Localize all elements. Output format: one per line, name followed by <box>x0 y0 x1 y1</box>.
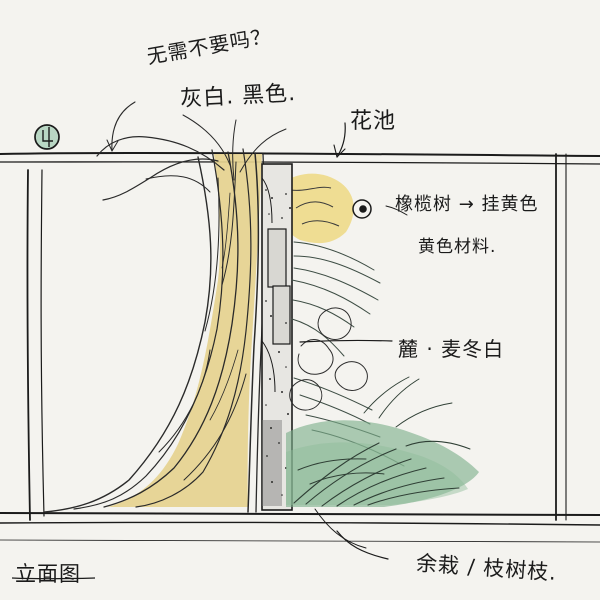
shrub-scribbles <box>289 307 368 411</box>
tree-trunk-lines <box>44 148 266 513</box>
elevation-title: 立面图 <box>15 562 81 586</box>
planter-wall <box>261 163 293 511</box>
annotation-leaders <box>299 122 408 560</box>
tree-annotation: 橡榄树 → 挂黄色 <box>395 194 539 215</box>
yellow-foliage <box>277 173 354 244</box>
bottom-left-underline <box>11 577 96 580</box>
groundcover-annotation: 麓 · 麦冬白 <box>398 337 505 361</box>
material-annotation: 黄色材料. <box>418 237 497 257</box>
dot-marker-icon <box>352 199 372 219</box>
tree-branches <box>96 101 287 201</box>
tree-trunk-fill <box>108 154 262 507</box>
wall-stipple-texture <box>265 189 291 496</box>
circled-number-icon <box>34 124 60 150</box>
top-annotation-2: 灰白. 黑色. <box>179 80 297 113</box>
green-grass-strokes <box>293 376 471 507</box>
planter-annotation: 花池 <box>350 109 397 134</box>
